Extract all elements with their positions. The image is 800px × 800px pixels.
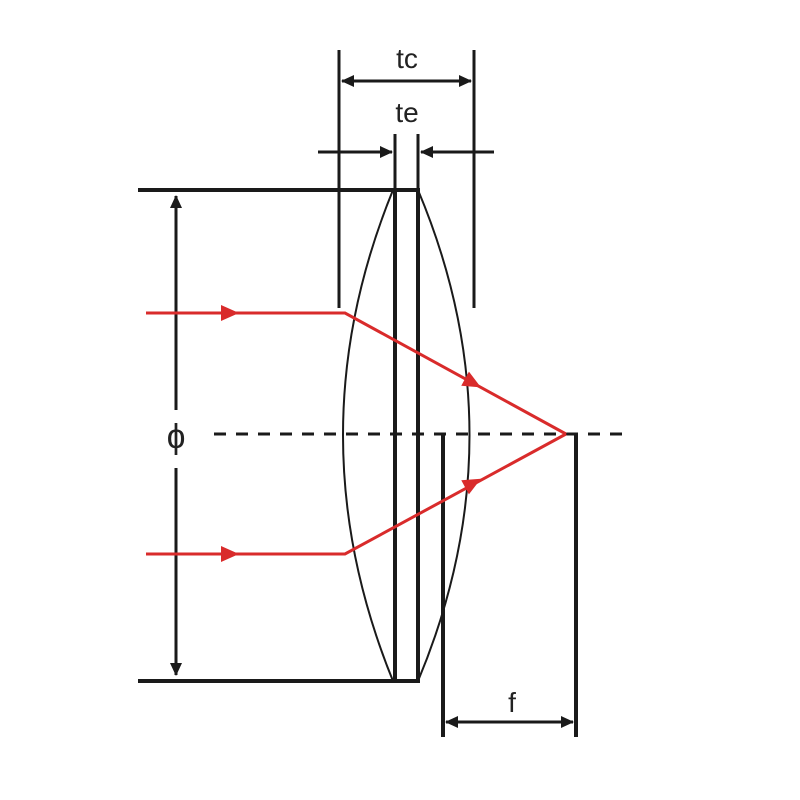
- lower-ray-incoming-arrowhead: [221, 546, 239, 562]
- tc-label: tc: [396, 43, 418, 74]
- diameter-dimension: ɸ: [167, 195, 186, 676]
- diameter-extension-lines: [138, 188, 420, 683]
- lens-outline: [342, 189, 471, 682]
- focal-length-dimension: f: [441, 434, 578, 737]
- f-label: f: [508, 687, 516, 718]
- edge-thickness-dimension: te: [318, 97, 494, 190]
- diameter-label: ɸ: [167, 418, 186, 456]
- light-rays: [146, 305, 567, 562]
- upper-ray: [146, 311, 567, 436]
- lens: [342, 189, 471, 682]
- upper-ray-refracted-arrowhead: [461, 371, 481, 388]
- upper-ray-incoming-arrowhead: [221, 305, 239, 321]
- lower-ray: [146, 432, 567, 556]
- lower-ray-refracted-arrowhead: [461, 478, 481, 495]
- center-thickness-dimension: tc: [337, 43, 476, 308]
- te-label: te: [395, 97, 418, 128]
